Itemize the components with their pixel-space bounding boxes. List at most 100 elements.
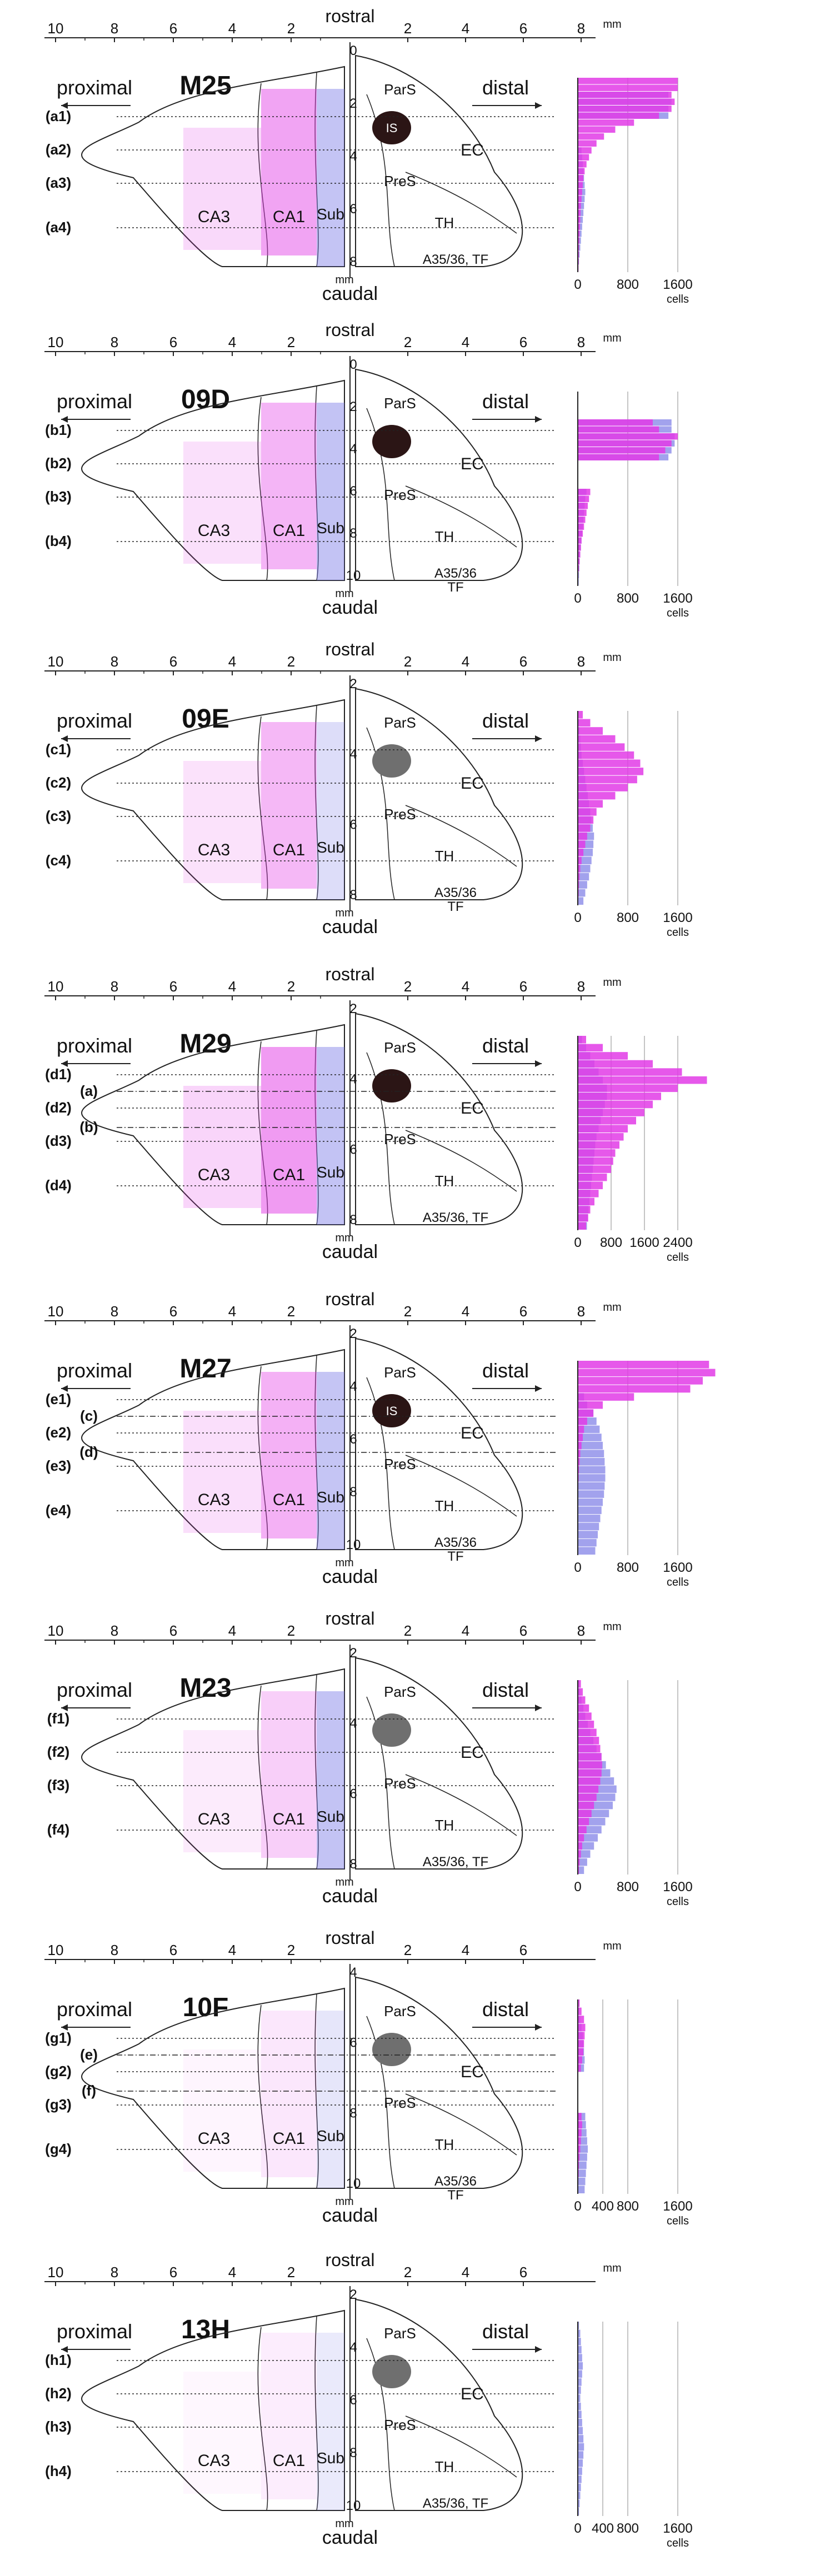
ca1-ca3-border bbox=[257, 2004, 268, 2189]
histogram-bar-magenta bbox=[578, 447, 666, 454]
caudal-label: caudal bbox=[322, 597, 378, 618]
histogram-tick-label: 800 bbox=[600, 1235, 622, 1250]
injection-site bbox=[372, 744, 411, 778]
sub-label-density bbox=[317, 1372, 344, 1550]
region-ca1: CA1 bbox=[273, 2129, 305, 2148]
cut-label: (e) bbox=[80, 2046, 98, 2063]
histogram-bar-magenta bbox=[578, 1165, 611, 1173]
histogram-bar-magenta bbox=[578, 503, 588, 509]
section-level-label: (d1) bbox=[45, 1066, 72, 1082]
section-level-label: (h4) bbox=[45, 2463, 72, 2479]
histogram-tick-label: 0 bbox=[574, 591, 581, 606]
section-level-label: (c4) bbox=[46, 852, 71, 869]
histogram-bar-magenta bbox=[578, 1826, 587, 1834]
region-ca3: CA3 bbox=[198, 841, 230, 859]
histogram-unit: cells bbox=[667, 926, 689, 939]
caudal-label: caudal bbox=[322, 283, 378, 304]
section-level-label: (b4) bbox=[45, 533, 72, 549]
section-level-label: (h3) bbox=[45, 2418, 72, 2435]
ruler-tick-label: 2 bbox=[287, 978, 295, 995]
histogram-bar-blue bbox=[578, 1858, 587, 1866]
histogram-bar-magenta bbox=[578, 1060, 653, 1068]
distal-label: distal bbox=[482, 1034, 529, 1057]
region-pres: PreS bbox=[384, 2094, 416, 2111]
ca1-label-density bbox=[261, 722, 317, 889]
histogram-bar-magenta bbox=[578, 209, 581, 216]
region-a35-36: A35/36, TF bbox=[423, 252, 488, 267]
region-pars: ParS bbox=[384, 1683, 416, 1700]
histogram-bar-magenta bbox=[578, 1092, 661, 1100]
histogram-bar-magenta bbox=[578, 1157, 613, 1165]
depth-unit: mm bbox=[335, 588, 353, 600]
histogram-bar-blue bbox=[578, 889, 586, 897]
sub-ca1-border bbox=[314, 2316, 319, 2511]
sub-label-density bbox=[317, 2011, 344, 2188]
region-ca3: CA3 bbox=[198, 1166, 230, 1184]
ca1-ca3-border bbox=[257, 2327, 268, 2511]
region-sub: Sub bbox=[317, 1808, 344, 1825]
ruler-tick-label: 8 bbox=[577, 1622, 585, 1639]
parahippocampal-outline bbox=[355, 1337, 523, 1550]
ruler-unit: mm bbox=[603, 18, 621, 31]
ruler-unit: mm bbox=[603, 1301, 621, 1314]
ca3-label-density bbox=[183, 128, 261, 250]
histogram-bar-magenta bbox=[578, 751, 634, 759]
histogram-bar-magenta bbox=[578, 2056, 582, 2064]
rostral-label: rostral bbox=[326, 320, 375, 340]
section-level-label: (a3) bbox=[46, 174, 71, 191]
ruler-tick-label: 6 bbox=[169, 1942, 177, 1958]
ruler-tick-label: 6 bbox=[519, 20, 527, 37]
ruler-tick-label: 2 bbox=[404, 978, 412, 995]
region-ca3: CA3 bbox=[198, 2129, 230, 2148]
ca1-label-density bbox=[261, 1047, 317, 1214]
ruler-tick-label: 4 bbox=[462, 1942, 469, 1958]
proximal-arrowhead bbox=[61, 102, 68, 109]
histogram-bar-magenta bbox=[578, 840, 586, 848]
histogram-bar-magenta bbox=[578, 1377, 703, 1385]
region-ca1: CA1 bbox=[273, 1491, 305, 1509]
histogram-bar-magenta bbox=[578, 1181, 603, 1190]
depth-tick-label: 0 bbox=[349, 357, 357, 372]
histogram-bar-magenta bbox=[578, 489, 591, 495]
section-level-label: (f2) bbox=[47, 1743, 69, 1760]
histogram-bar-magenta bbox=[578, 759, 641, 768]
ruler-tick-label: 10 bbox=[48, 334, 64, 350]
parahippocampal-outline bbox=[355, 688, 523, 900]
histogram-tick-label: 1600 bbox=[629, 1235, 659, 1250]
histogram-bar-magenta bbox=[578, 1393, 634, 1401]
histogram-bar-magenta bbox=[578, 1761, 602, 1769]
case-id: 09D bbox=[181, 385, 230, 414]
ruler-tick-label: 2 bbox=[287, 1303, 295, 1320]
ruler-tick-label: 4 bbox=[462, 1303, 469, 1320]
histogram-bar-magenta bbox=[578, 1696, 586, 1704]
region-ca1: CA1 bbox=[273, 1166, 305, 1184]
rostral-label: rostral bbox=[326, 1608, 375, 1628]
histogram-bar-magenta bbox=[578, 440, 672, 447]
histogram-bar-magenta bbox=[578, 1369, 716, 1377]
histogram-bar-blue bbox=[578, 1458, 605, 1466]
th-border bbox=[405, 805, 517, 867]
distal-arrowhead bbox=[535, 416, 542, 423]
histogram-bar-magenta bbox=[578, 743, 625, 751]
histogram-bar-blue bbox=[578, 2329, 581, 2338]
distal-arrowhead bbox=[535, 735, 542, 742]
ruler-tick-label: 6 bbox=[169, 1622, 177, 1639]
cut-label: (b) bbox=[79, 1119, 98, 1135]
histogram-bar-magenta bbox=[578, 2007, 582, 2016]
ruler-tick-label: 4 bbox=[228, 20, 236, 37]
proximal-arrowhead bbox=[61, 735, 68, 742]
histogram-bar-blue bbox=[578, 1547, 596, 1555]
histogram-bar-magenta bbox=[578, 1458, 580, 1466]
histogram-bar-magenta bbox=[578, 133, 604, 140]
proximal-label: proximal bbox=[57, 1678, 132, 1701]
histogram-bar-blue bbox=[578, 2492, 581, 2499]
ca3-label-density bbox=[183, 1730, 261, 1852]
region-ca3: CA3 bbox=[198, 1491, 230, 1509]
ca1-label-density bbox=[261, 1691, 317, 1858]
histogram-bar-magenta bbox=[578, 727, 603, 735]
ruler-tick-label: 2 bbox=[404, 20, 412, 37]
section-level-label: (e2) bbox=[46, 1424, 71, 1441]
histogram-bar-blue bbox=[578, 1522, 599, 1531]
ruler-tick-label: 6 bbox=[169, 653, 177, 670]
